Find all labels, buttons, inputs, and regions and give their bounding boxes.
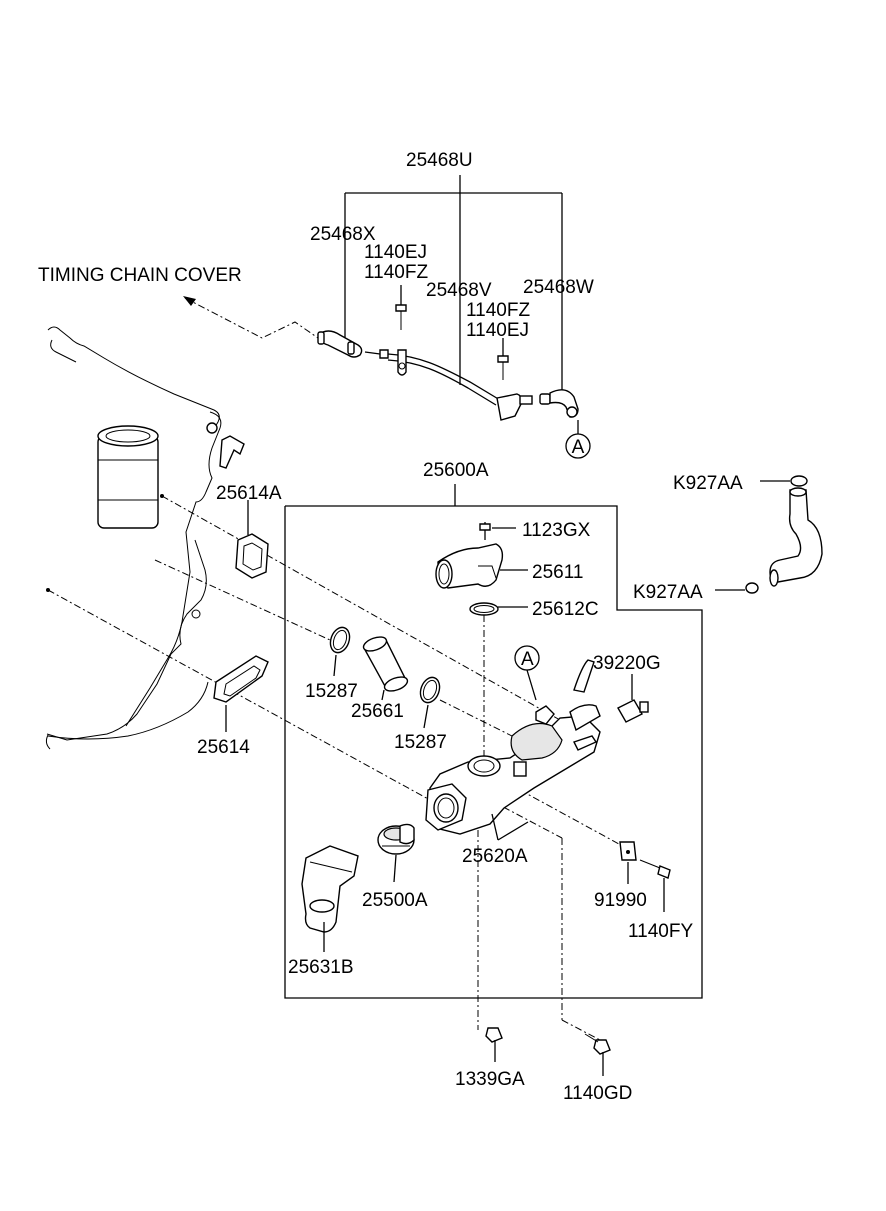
label-1140EJ-a: 1140EJ [364,242,427,263]
label-25468V: 25468V [426,280,492,301]
label-25620A: 25620A [462,846,528,867]
alignment-lines [47,495,631,1041]
bracket-25468U [344,175,563,390]
label-timing-chain-cover: TIMING CHAIN COVER [38,265,242,286]
labels: 25468U 25468X 1140EJ 1140FZ TIMING CHAIN… [38,150,743,1104]
label-25614A: 25614A [216,483,282,504]
pipe-25661 [362,636,409,701]
plate-91990 [619,841,671,912]
label-91990: 91990 [594,890,647,911]
bolt-bottom [485,1027,611,1076]
label-25468U: 25468U [406,150,473,171]
gasket-25614A [235,500,269,579]
bolt-1140-top [395,285,509,380]
label-25500A: 25500A [362,890,428,911]
label-25468W: 25468W [523,277,594,298]
label-1339GA: 1339GA [455,1069,525,1090]
label-1140FY: 1140FY [628,921,693,942]
label-25661: 25661 [351,701,404,722]
engine-block [45,326,245,750]
label-39220G: 39220G [593,653,661,674]
label-25600A: 25600A [423,460,489,481]
outlet-25611 [435,522,528,589]
label-25468X: 25468X [310,224,376,245]
label-1140EJ-b: 1140EJ [466,320,529,341]
label-K927AA-b: K927AA [633,582,703,603]
bypass-pipe-assembly [317,330,579,421]
timing-chain-cover-pointer [183,296,319,339]
frame-25600A [284,484,703,999]
ref-a-top [565,420,591,459]
label-15287-b: 15287 [394,732,447,753]
ref-label-a-mid: A [521,649,534,670]
label-1140FZ-a: 1140FZ [364,262,428,283]
thermostat-25500A [377,823,415,883]
label-25612C: 25612C [532,599,599,620]
ref-a-mid [514,645,540,701]
o-rings [329,602,528,729]
label-K927AA-a: K927AA [673,473,743,494]
label-25631B: 25631B [288,957,354,978]
label-15287-a: 15287 [305,681,358,702]
ref-label-a-top: A [572,437,585,458]
elbow-25631B [301,845,359,952]
label-1123GX: 1123GX [522,520,591,541]
label-1140FZ-b: 1140FZ [466,300,530,321]
label-25614: 25614 [197,737,250,758]
sensor-39220G [617,674,649,723]
housing-25620A [425,659,601,841]
label-25611: 25611 [532,562,583,583]
gasket-25614 [213,655,269,732]
label-1140GD: 1140GD [563,1083,632,1104]
hose-K927AA [715,475,823,594]
